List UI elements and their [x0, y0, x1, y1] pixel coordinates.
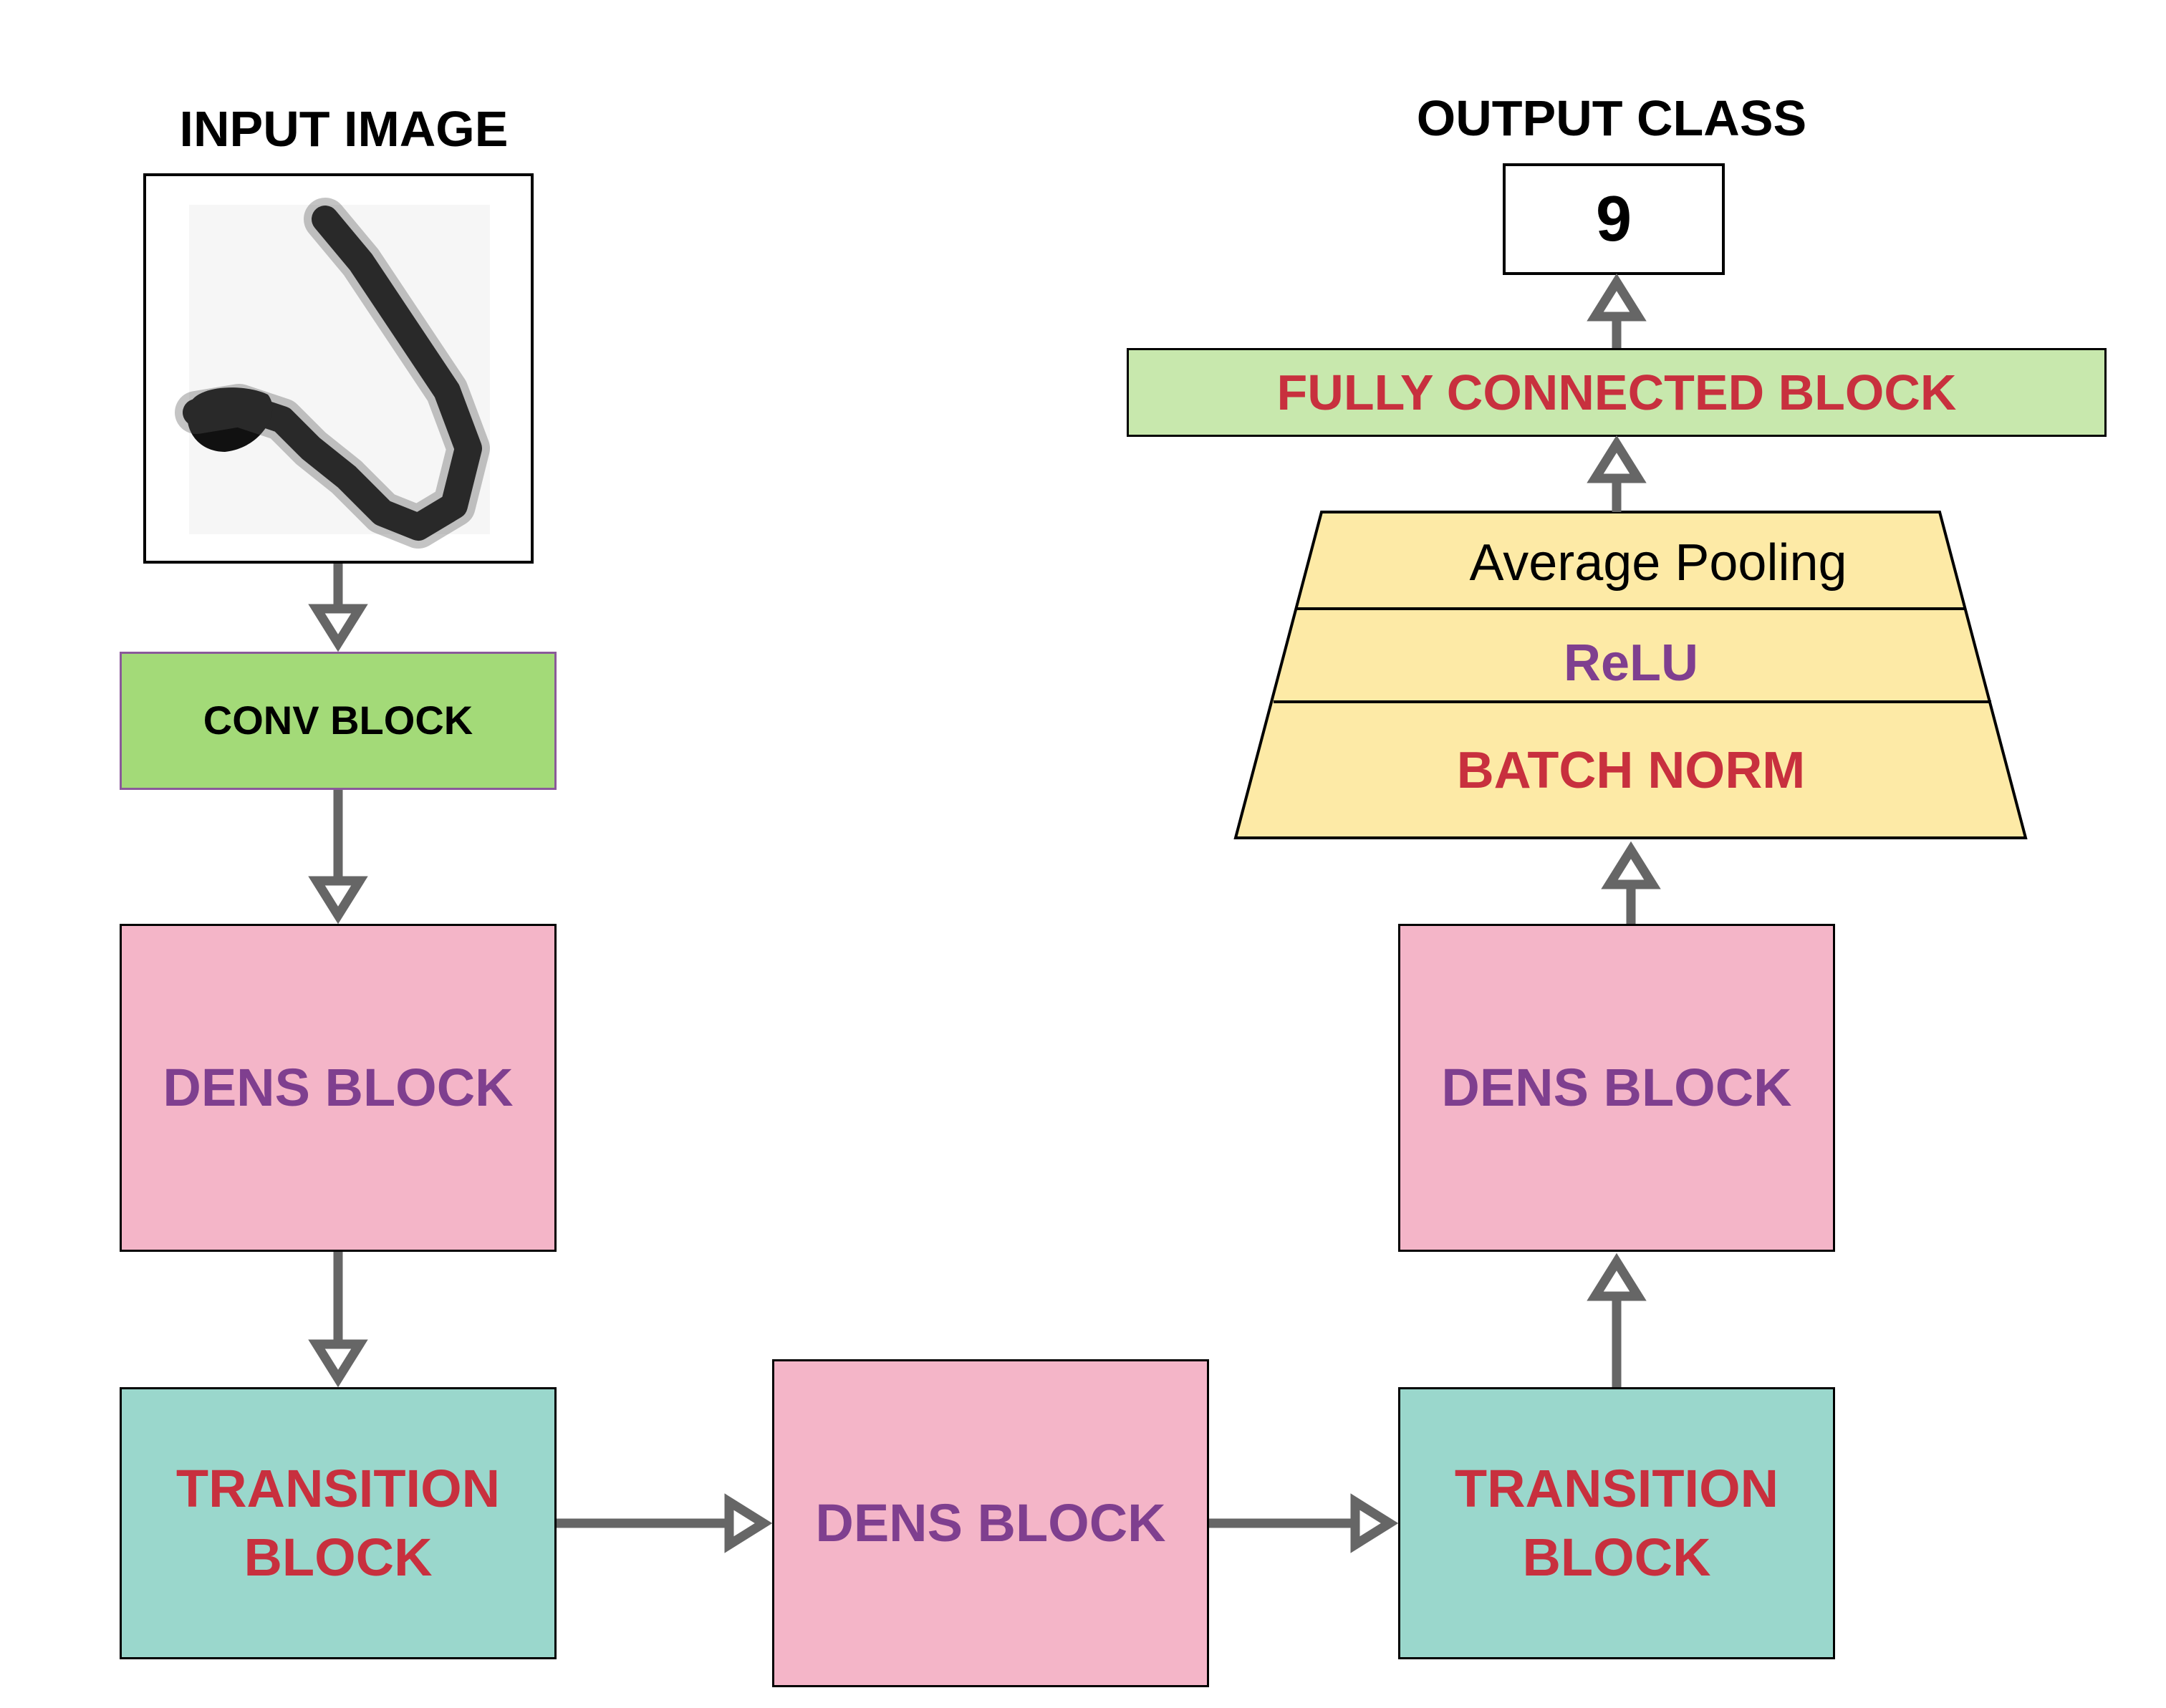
- arrow-transition2-to-dens3: [1587, 1253, 1647, 1387]
- batch-norm-label: BATCH NORM: [1457, 742, 1806, 799]
- arrow-head-to-fc: [1587, 435, 1647, 512]
- arrow-conv-to-dens1: [308, 790, 368, 925]
- arrow-transition1-to-dens2: [557, 1493, 773, 1553]
- arrow-dens2-to-transition2: [1209, 1493, 1399, 1553]
- conv-block: CONV BLOCK: [120, 652, 557, 790]
- arrow-dens1-to-transition1: [308, 1252, 368, 1388]
- head-trapezoid: [1233, 511, 2028, 839]
- transition-block-2: TRANSITION BLOCK: [1398, 1387, 1835, 1659]
- dens-block-3: DENS BLOCK: [1398, 924, 1835, 1252]
- classification-head: Average Pooling ReLU BATCH NORM: [1233, 511, 2028, 839]
- input-image-title: INPUT IMAGE: [179, 101, 509, 157]
- input-digit-image: [143, 173, 534, 564]
- dens-block-2: DENS BLOCK: [772, 1359, 1209, 1687]
- handwritten-digit-drawing: [175, 198, 490, 549]
- output-class-title: OUTPUT CLASS: [1416, 90, 1807, 146]
- transition-block-2-line-2: BLOCK: [1522, 1528, 1711, 1587]
- transition-block-1-line-1: TRANSITION: [175, 1458, 501, 1518]
- average-pooling-label: Average Pooling: [1469, 534, 1847, 592]
- arrow-input-to-conv: [308, 564, 368, 652]
- transition-block-1: TRANSITION BLOCK: [120, 1387, 557, 1659]
- arrow-fc-to-output: [1587, 273, 1647, 348]
- dens-block-1: DENS BLOCK: [120, 924, 557, 1252]
- relu-label: ReLU: [1564, 635, 1698, 692]
- fully-connected-block: FULLY CONNECTED BLOCK: [1127, 348, 2107, 437]
- output-class-value: 9: [1503, 163, 1725, 275]
- transition-block-2-line-1: TRANSITION: [1454, 1458, 1779, 1518]
- arrow-dens3-to-head: [1601, 841, 1661, 924]
- transition-block-1-line-2: BLOCK: [244, 1528, 433, 1587]
